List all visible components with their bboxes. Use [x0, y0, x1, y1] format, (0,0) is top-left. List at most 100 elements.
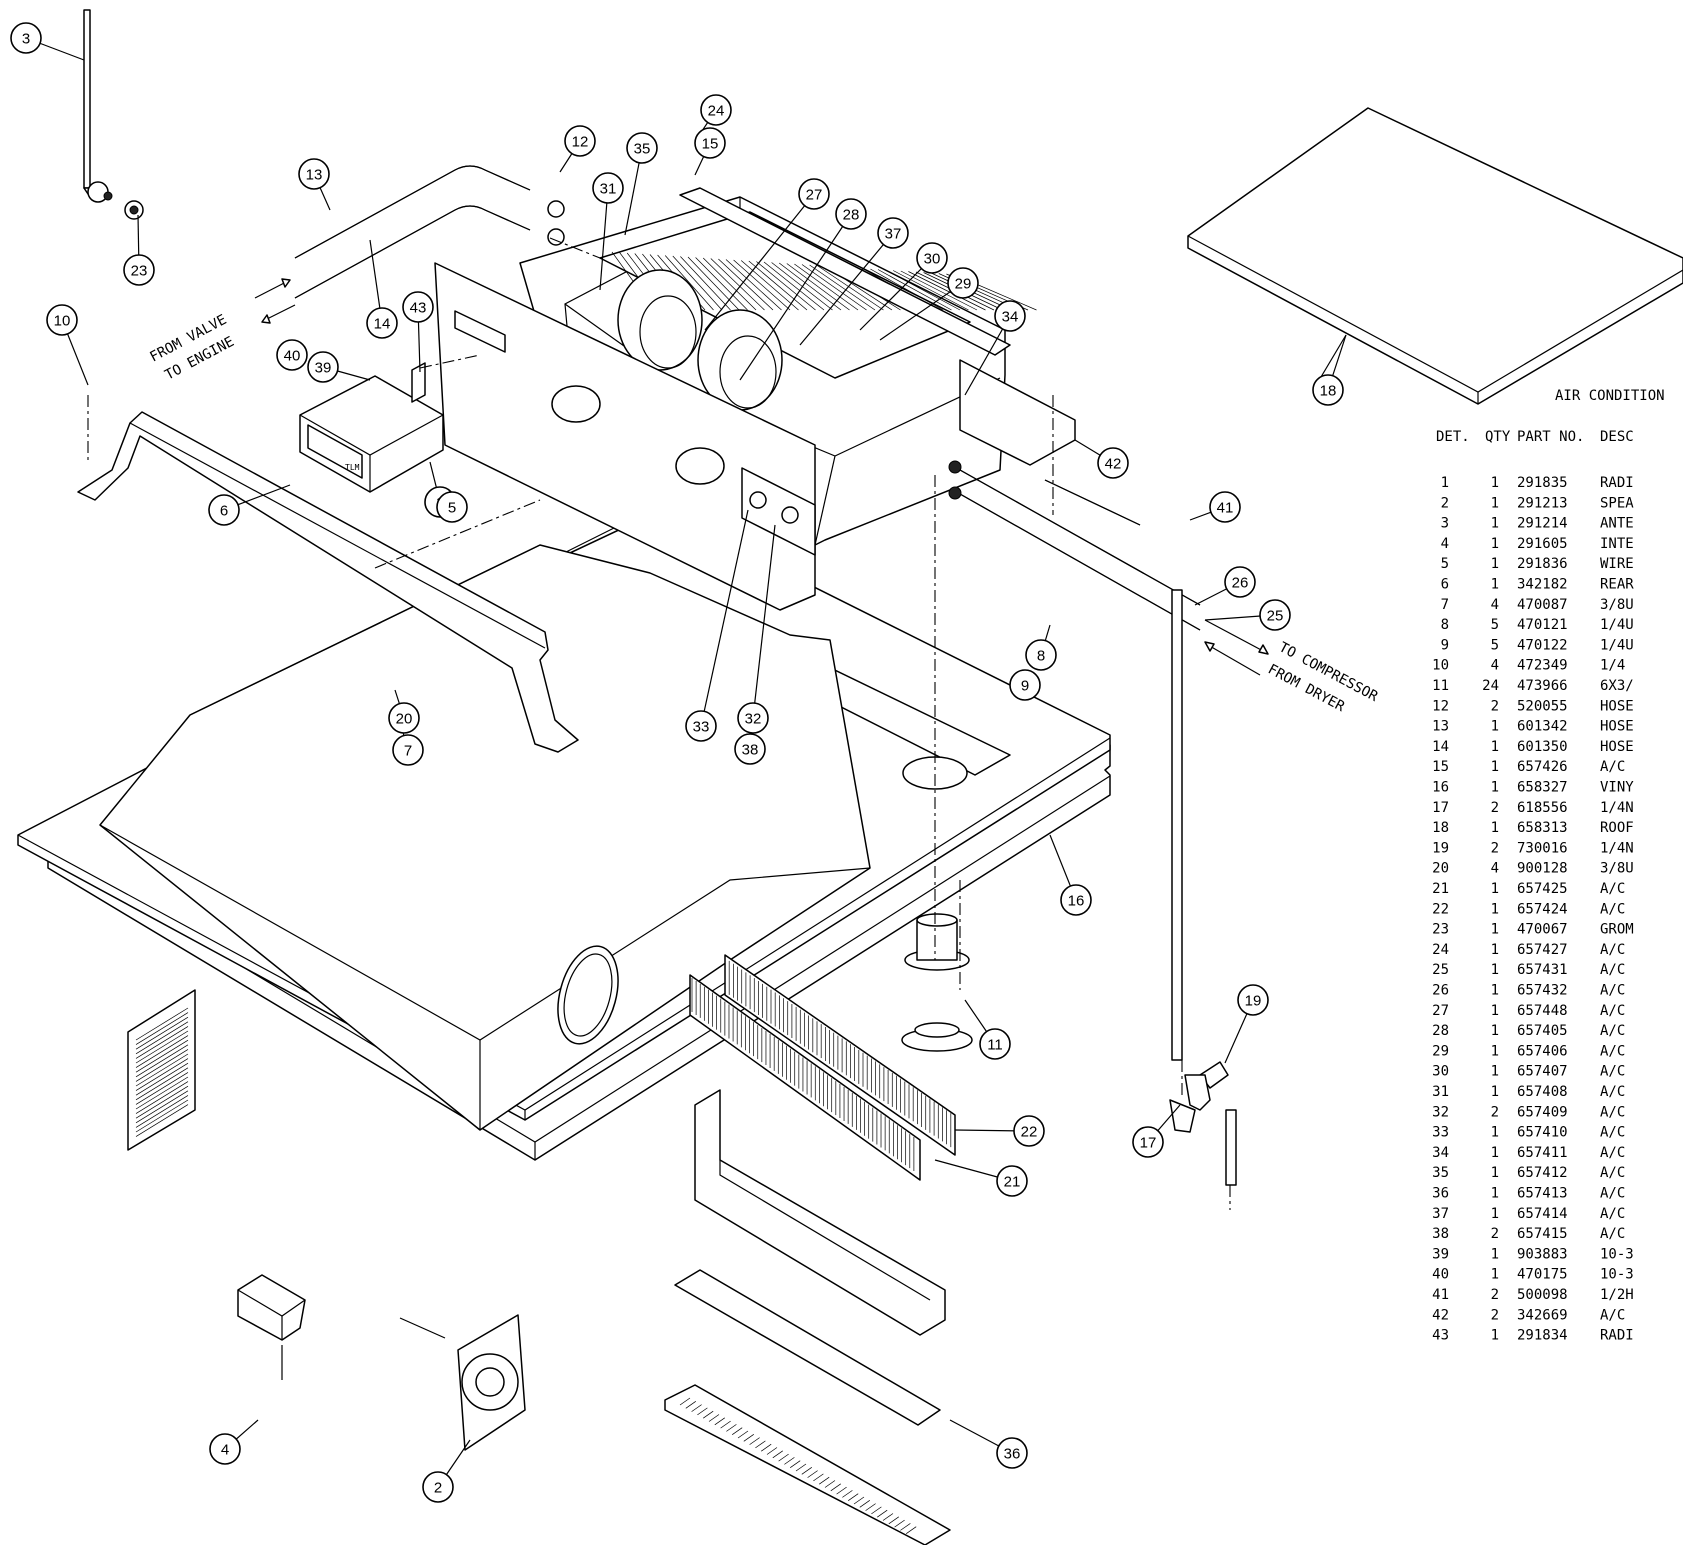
- callout-number: 30: [924, 251, 941, 268]
- callout-20: 20: [388, 702, 420, 734]
- callout-circle: [1025, 639, 1057, 671]
- cell-det: 37: [1432, 1206, 1449, 1222]
- cell-desc: INTE: [1600, 536, 1634, 552]
- callout-circle: [402, 291, 434, 323]
- callout-circle: [10, 22, 42, 54]
- callout-number: 23: [131, 263, 148, 280]
- callout-number: 38: [742, 742, 759, 759]
- callout-circle: [1312, 374, 1344, 406]
- cell-desc: REAR: [1600, 577, 1634, 593]
- callout-12: 12: [564, 125, 596, 157]
- cell-part-no: 657405: [1517, 1023, 1568, 1039]
- cell-desc: A/C: [1600, 1125, 1625, 1141]
- cell-desc: A/C: [1600, 1064, 1625, 1080]
- callout-15: 15: [694, 127, 726, 159]
- callout-number: 28: [843, 207, 860, 224]
- cell-part-no: 657413: [1517, 1186, 1568, 1202]
- callout-16: 16: [1060, 884, 1092, 916]
- cell-qty: 1: [1491, 942, 1499, 958]
- cell-part-no: 657406: [1517, 1043, 1568, 1059]
- callout-30: 30: [916, 242, 948, 274]
- callout-circle: [877, 217, 909, 249]
- cell-desc: A/C: [1600, 1226, 1625, 1242]
- cell-part-no: 657408: [1517, 1084, 1568, 1100]
- cell-det: 17: [1432, 800, 1449, 816]
- cell-part-no: 657448: [1517, 1003, 1568, 1019]
- cell-desc: A/C: [1600, 1165, 1625, 1181]
- cell-qty: 1: [1491, 1246, 1499, 1262]
- cell-det: 43: [1432, 1328, 1449, 1344]
- cell-qty: 1: [1491, 901, 1499, 917]
- cell-qty: 1: [1491, 1206, 1499, 1222]
- cell-part-no: 618556: [1517, 800, 1568, 816]
- callout-3: 3: [10, 22, 42, 54]
- cell-det: 9: [1441, 637, 1449, 653]
- cell-part-no: 291605: [1517, 536, 1568, 552]
- callout-29: 29: [947, 267, 979, 299]
- callout-10: 10: [46, 304, 78, 336]
- refrigerant-lines: [948, 460, 1201, 631]
- interior-light: [237, 1274, 306, 1380]
- callout-number: 8: [1037, 648, 1045, 665]
- cell-part-no: 903883: [1517, 1246, 1568, 1262]
- callout-number: 34: [1002, 309, 1019, 326]
- callout-circle: [1132, 1126, 1164, 1158]
- callout-11: 11: [979, 1028, 1011, 1060]
- callout-37: 37: [877, 217, 909, 249]
- cell-part-no: 657424: [1517, 901, 1568, 917]
- callout-21: 21: [996, 1165, 1028, 1197]
- cell-qty: 4: [1491, 658, 1499, 674]
- cell-part-no: 657431: [1517, 962, 1568, 978]
- cell-qty: 1: [1491, 1165, 1499, 1181]
- cell-part-no: 657425: [1517, 881, 1568, 897]
- callout-circle: [1237, 984, 1269, 1016]
- callout-number: 2: [434, 1480, 442, 1497]
- callout-circle: [694, 127, 726, 159]
- cell-det: 36: [1432, 1186, 1449, 1202]
- cell-det: 35: [1432, 1165, 1449, 1181]
- callout-circle: [46, 304, 78, 336]
- cell-det: 2: [1441, 495, 1449, 511]
- filters: [689, 954, 956, 1181]
- cell-qty: 1: [1491, 1186, 1499, 1202]
- cell-det: 5: [1441, 556, 1449, 572]
- leader-line-30: [859, 257, 933, 331]
- cell-part-no: 900128: [1517, 861, 1568, 877]
- callout-circle: [947, 267, 979, 299]
- drain-tube: [1169, 589, 1237, 1186]
- cell-part-no: 470121: [1517, 617, 1568, 633]
- callout-circle: [1224, 566, 1256, 598]
- cell-part-no: 657432: [1517, 983, 1568, 999]
- callout-number: 12: [572, 134, 589, 151]
- grab-rail: [77, 411, 579, 753]
- cell-desc: A/C: [1600, 1307, 1625, 1323]
- callout-circle: [1013, 1115, 1045, 1147]
- callout-number: 29: [955, 276, 972, 293]
- radio-brand-label: TLM: [345, 463, 360, 472]
- cell-part-no: 473966: [1517, 678, 1568, 694]
- callout-4: 4: [209, 1433, 241, 1465]
- callout-number: 13: [306, 167, 323, 184]
- callout-26: 26: [1224, 566, 1256, 598]
- cell-desc: A/C: [1600, 983, 1625, 999]
- callout-number: 35: [634, 141, 651, 158]
- callout-circle: [422, 1471, 454, 1503]
- callout-circle: [700, 94, 732, 126]
- callout-circle: [307, 351, 339, 383]
- cell-qty: 1: [1491, 1145, 1499, 1161]
- cell-qty: 1: [1491, 881, 1499, 897]
- cell-qty: 1: [1491, 556, 1499, 572]
- callout-13: 13: [298, 158, 330, 190]
